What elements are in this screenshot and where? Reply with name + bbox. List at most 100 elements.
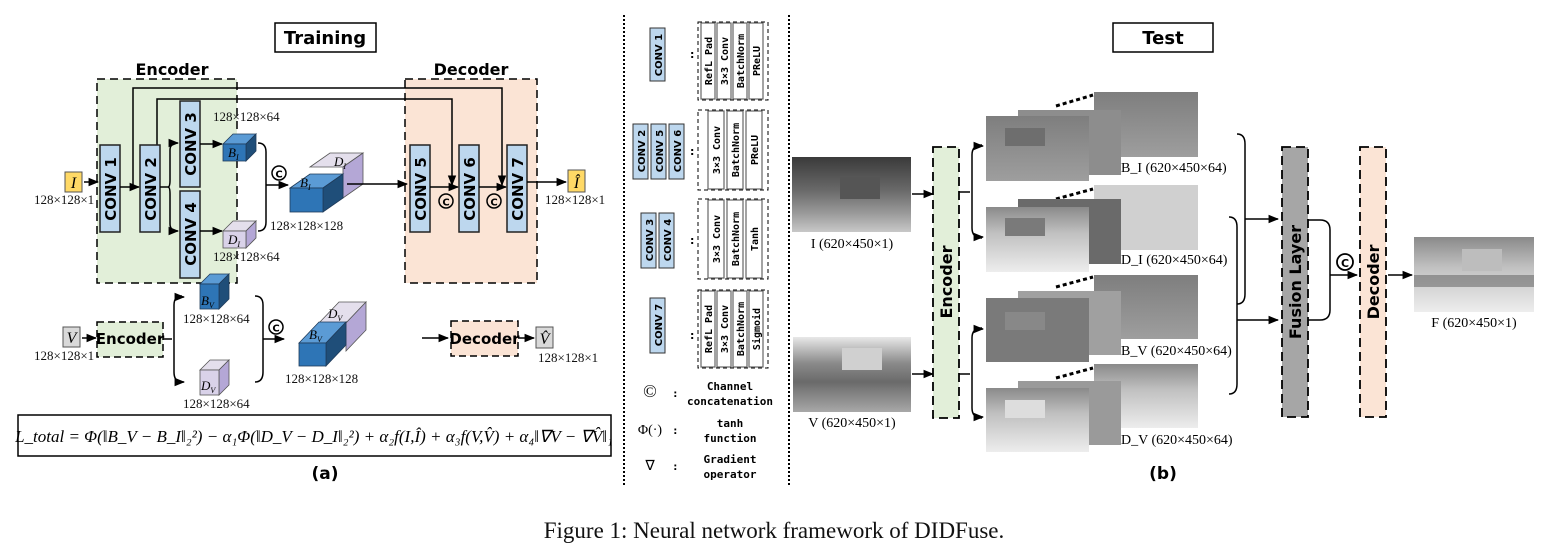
conv2-label: CONV 2	[142, 157, 160, 221]
legend-sep: :	[672, 460, 679, 473]
input-V-label: V	[67, 330, 79, 347]
legend-conv5-chip	[650, 123, 667, 180]
legend-gradient-desc-2: operator	[704, 468, 757, 481]
concat-icon-conv6-7	[486, 193, 502, 209]
legend-gradient-icon: ∇	[644, 459, 655, 474]
training-title: Training	[284, 28, 366, 49]
svg-text:DV: DV	[200, 378, 216, 395]
output-V-hat-label: V̂	[540, 329, 552, 348]
panel-b-test: Test I (620×450×1) V (620×450×1) Encoder	[792, 22, 1534, 484]
feature-cube-DV: DV	[199, 359, 230, 396]
concat-text-test: C	[1341, 257, 1349, 270]
legend-gradient-desc-1: Gradient	[704, 453, 757, 466]
legend-conv7-label: CONV 7	[654, 304, 665, 346]
concat-DI-subscript: I	[342, 162, 346, 171]
concat-text-conv5-6: C	[442, 198, 449, 209]
legend-sep: :	[672, 424, 679, 437]
fusion-output-bracket	[1308, 219, 1331, 321]
test-decoder-label: Decoder	[1364, 244, 1383, 319]
output-I-hat-box	[567, 169, 586, 193]
legend-layer: RefL Pad	[704, 37, 715, 85]
conv4-block	[179, 190, 201, 279]
legend-layer: Sigmoid	[751, 308, 763, 350]
encoder-label: Encoder	[136, 60, 209, 79]
legend-sep-1: :	[690, 48, 694, 61]
legend-conv4-label: CONV 4	[663, 219, 674, 261]
concat-DV-label: D	[327, 306, 338, 321]
legend-layers-group-2: 3×3 Conv BatchNorm PReLU	[707, 110, 763, 190]
output-V-hat-box	[535, 326, 554, 349]
figure-caption: Figure 1: Neural network framework of DI…	[543, 518, 1005, 543]
legend-phi-icon: Φ(·)	[638, 423, 663, 438]
legend-layers-group-4: RefL Pad 3×3 Conv BatchNorm Sigmoid	[700, 290, 764, 368]
legend-sep-3: :	[690, 234, 694, 247]
fusion-layer-label: Fusion Layer	[1286, 225, 1305, 339]
legend-concat-icon: ©	[643, 381, 657, 401]
DV-dim: 128×128×64	[183, 396, 250, 411]
image-detail	[840, 177, 880, 199]
legend-sep: :	[672, 387, 679, 400]
feature-BI-caption: B_I (620×450×64)	[1121, 161, 1227, 176]
feature-DV-caption: D_V (620×450×64)	[1121, 433, 1233, 448]
test-title-box	[1112, 22, 1214, 53]
DV-label: D	[200, 378, 211, 393]
BV-dim: 128×128×64	[183, 311, 250, 326]
legend-conv7-chip	[649, 297, 666, 354]
feature-stack-DI	[986, 185, 1198, 272]
svg-text:DV: DV	[327, 306, 343, 323]
concat-icon-V	[268, 319, 284, 335]
DI-dim: 128×128×64	[213, 249, 280, 264]
concat-icon-test	[1336, 253, 1354, 271]
concat-V-dim: 128×128×128	[285, 371, 358, 386]
input-I-label: I	[70, 175, 77, 192]
loss-formula: L_total = Φ(‖B_V − B_I‖₂²) − α₁Φ(‖D_V − …	[14, 427, 613, 446]
legend-conv1-label: CONV 1	[654, 34, 665, 76]
DI-subscript: I	[236, 240, 240, 249]
svg-text:DI: DI	[227, 232, 240, 249]
concat-cube-I: DI BI	[288, 152, 365, 213]
split-bracket-V	[173, 295, 183, 383]
conv4-label: CONV 4	[182, 202, 200, 266]
BI-label: B	[228, 145, 236, 160]
mini-encoder-label: Encoder	[96, 330, 165, 348]
svg-text:BV: BV	[309, 327, 323, 344]
test-decoder-box	[1359, 146, 1387, 418]
legend-layer: PReLU	[752, 46, 763, 76]
panel-a-label: (a)	[311, 464, 338, 484]
concat-BI-subscript: I	[307, 183, 311, 192]
legend-conv2-label: CONV 2	[637, 130, 648, 172]
legend-conv2-chip	[632, 123, 649, 180]
output-F-image	[1414, 237, 1534, 312]
output-F-caption: F (620×450×1)	[1431, 316, 1517, 331]
legend-conv6-label: CONV 6	[673, 130, 684, 172]
legend-layer: BatchNorm	[731, 123, 742, 177]
test-encoder-box	[932, 146, 960, 419]
BI-subscript: I	[235, 153, 239, 162]
legend-conv6-chip	[668, 123, 685, 180]
BV-label: B	[201, 293, 209, 308]
concat-I-dim: 128×128×128	[270, 218, 343, 233]
test-encoder-label: Encoder	[937, 245, 956, 318]
split-bracket-I	[971, 144, 983, 239]
legend-phi-desc-2: function	[704, 432, 757, 445]
loss-formula-box	[17, 414, 612, 457]
input-I-box	[64, 171, 83, 193]
input-V-box	[62, 326, 81, 348]
concat-bracket-V	[254, 295, 264, 383]
bracket-detail-features	[1228, 216, 1238, 395]
input-I-dim: 128×128×1	[34, 192, 94, 207]
test-title: Test	[1142, 28, 1184, 49]
legend-sep-4: :	[690, 329, 694, 342]
svg-text:BI: BI	[228, 145, 239, 162]
conv5-label: CONV 5	[412, 157, 430, 221]
concat-BV-label: B	[309, 327, 317, 342]
BV-subscript: V	[209, 301, 215, 310]
legend: CONV 1 : RefL Pad 3×3 Conv BatchNorm PRe…	[632, 21, 773, 481]
input-V-dim: 128×128×1	[34, 348, 94, 363]
fusion-layer-box	[1281, 146, 1309, 418]
skip-connection-conv2-conv6	[156, 98, 457, 187]
image-detail	[842, 348, 882, 370]
svg-text:BV: BV	[201, 293, 215, 310]
bracket-base-features	[1236, 133, 1246, 305]
